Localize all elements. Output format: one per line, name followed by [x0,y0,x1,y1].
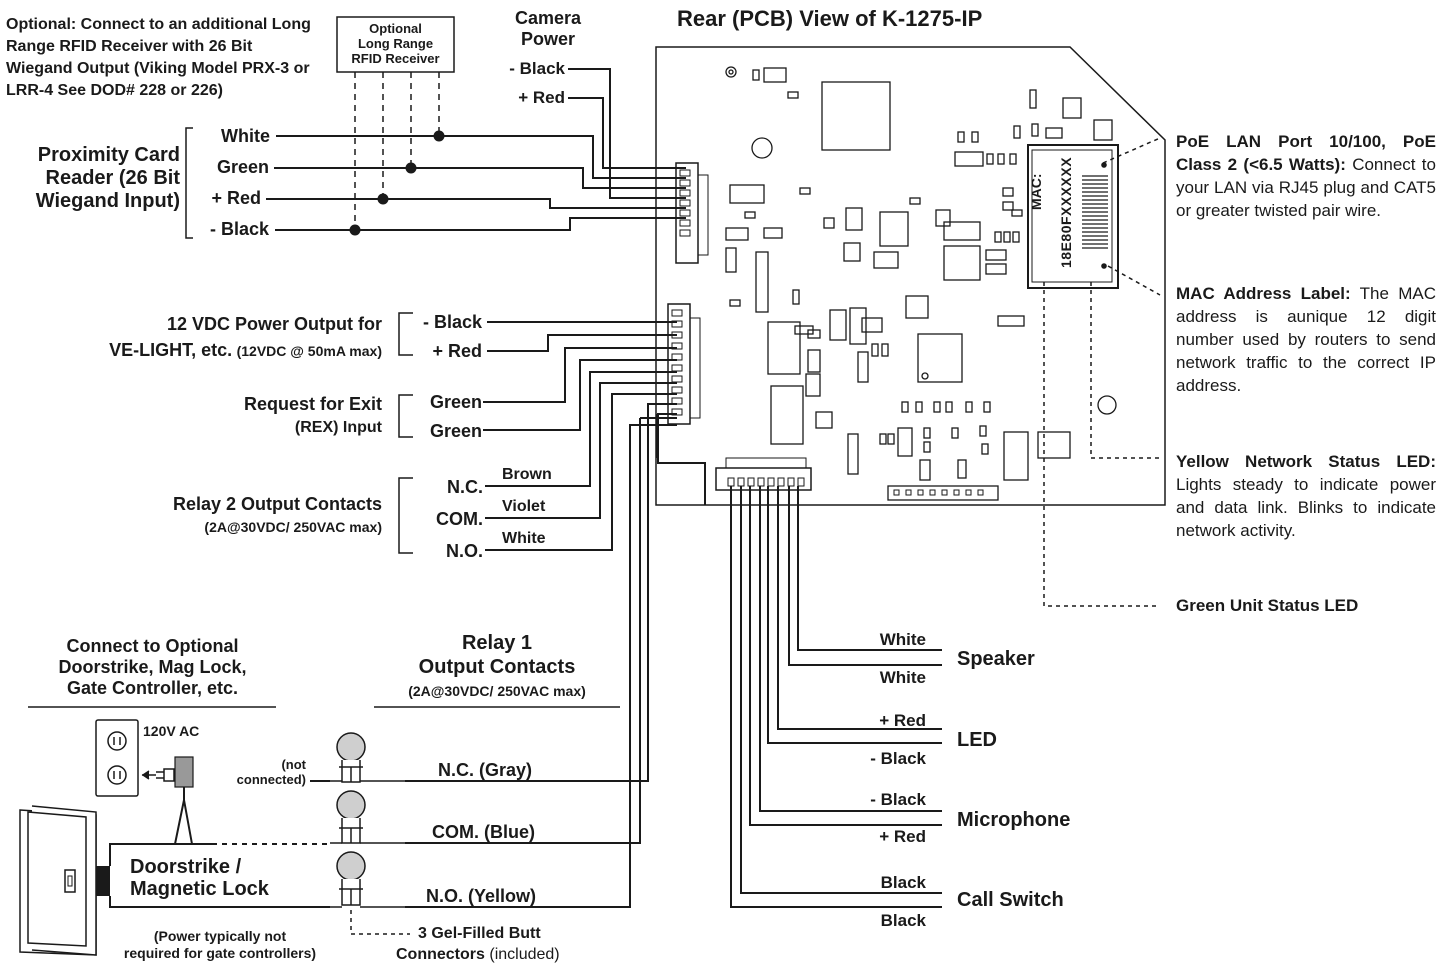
optional-rfid-note: Optional: Connect to an additional Long … [6,16,311,99]
relay1-label-1: Relay 1 [461,632,533,654]
green-led-note: Green Unit Status LED [1176,596,1359,615]
door [19,805,97,956]
mac-label-line-2: 18E80FXXXXXX [1058,156,1074,268]
ac-label: 120V AC [143,723,200,739]
lock-block [96,866,110,896]
relay2-wire-violet: Violet [502,498,546,515]
power-output-label-2-small: (12VDC @ 50mA max) [236,343,382,359]
prox-wire-red: + Red [211,188,261,208]
rex-wire-2: Green [429,421,482,441]
relay1-nc: N.C. (Gray) [438,760,533,780]
led-wire-2: - Black [870,749,926,768]
relay2-wire-brown: Brown [502,466,552,483]
relay1-label-2: Output Contacts [418,656,576,678]
led-wire-1: + Red [879,711,926,730]
camera-wire-red: + Red [518,88,565,107]
camera-power-label-2: Power [520,29,576,49]
camera-power-label-1: Camera [514,8,582,28]
poe-note: PoE LAN Port 10/100, PoE Class 2 (<6.5 W… [1176,130,1436,222]
rfid-box-line-1: Optional [369,21,422,36]
power-output-label-2: VE-LIGHT, etc. (12VDC @ 50mA max) [20,340,382,361]
prox-wire-black: - Black [209,219,269,239]
poe-note-body: Connect to your LAN via RJ45 plug and CA… [1176,155,1436,220]
mac-label-line-1: MAC: [1028,173,1044,210]
power-wire-red: + Red [432,341,482,361]
call-switch-label: Call Switch [957,889,1064,911]
rex-label: Request for Exit [243,394,382,414]
pcb-outline [655,46,1166,506]
relay1-com: COM. (Blue) [432,822,535,842]
power-output-label-2-main: VE-LIGHT, etc. [109,340,233,360]
relay2-wire-white: White [502,530,546,547]
butt-connectors-normal: (included) [489,946,560,963]
power-wire-black: - Black [422,312,482,332]
yellow-led-note: Yellow Network Status LED: Lights steady… [1176,450,1436,542]
call-wire-2: Black [880,911,926,930]
poe-note-title: PoE LAN Port 10/100, PoE Class 2 (<6.5 W… [1176,132,1436,174]
butt-connectors [336,732,366,906]
rex-sub: (REX) Input [294,419,382,436]
pcb-components [725,66,1117,501]
prox-wire-green: Green [216,157,269,177]
mac-note: MAC Address Label: The MAC address is au… [1176,282,1436,397]
prox-reader-label-1: Proximity Card [37,144,180,166]
led-label: LED [957,729,997,751]
not-connected-2: connected) [236,772,306,787]
power-output-label: 12 VDC Power Output for [166,314,382,334]
diagram-title: Rear (PCB) View of K-1275-IP [677,6,983,31]
speaker-wire-2: White [879,668,926,687]
butt-connectors-line-2: Connectors (included) [396,946,560,964]
door-heading-3: Gate Controller, etc. [66,678,239,698]
mic-wire-2: + Red [879,827,926,846]
speaker-wire-1: White [879,630,926,649]
prox-reader-label-2: Reader (26 Bit [45,167,181,189]
lock-label-2: Magnetic Lock [130,878,269,900]
relay1-no: N.O. (Yellow) [426,886,537,906]
door-heading-1: Connect to Optional [66,636,239,656]
relay2-com: COM. [436,509,483,529]
not-connected-1: (not [281,757,306,772]
rfid-receiver-box [336,16,455,73]
relay2-sub: (2A@30VDC/ 250VAC max) [204,519,382,535]
power-note-2: required for gate controllers) [123,945,317,961]
prox-reader-label-3: Wiegand Input) [35,190,180,212]
lock-label-1: Doorstrike / [130,856,242,878]
power-note-1: (Power typically not [153,928,287,944]
call-wire-1: Black [880,873,926,892]
prox-wire-white: White [221,126,270,146]
relay2-no: N.O. [445,541,483,561]
butt-connectors-bold: Connectors [396,946,485,963]
relay2-label: Relay 2 Output Contacts [172,494,382,514]
outlet [95,719,175,797]
door-heading-2: Doorstrike, Mag Lock, [58,657,247,677]
mac-note-title: MAC Address Label: [1176,284,1351,303]
mic-wire-1: - Black [870,790,926,809]
camera-wire-black: - Black [509,59,565,78]
relay1-sub: (2A@30VDC/ 250VAC max) [408,683,586,699]
mac-note-body: The MAC address is aunique 12 digit numb… [1176,284,1437,395]
rfid-box-line-3: RFID Receiver [351,51,440,66]
rj45-port [1027,144,1119,289]
relay2-nc: N.C. [447,477,483,497]
power-adapter [174,756,194,845]
rex-wire-1: Green [429,392,482,412]
microphone-label: Microphone [957,809,1071,831]
rfid-box-line-2: Long Range [357,36,434,51]
yellow-led-note-title: Yellow Network Status LED: [1176,452,1436,471]
yellow-led-note-body: Lights steady to indicate power and data… [1176,475,1436,540]
butt-connectors-line-1: 3 Gel-Filled Butt [418,925,541,942]
speaker-label: Speaker [957,648,1035,670]
